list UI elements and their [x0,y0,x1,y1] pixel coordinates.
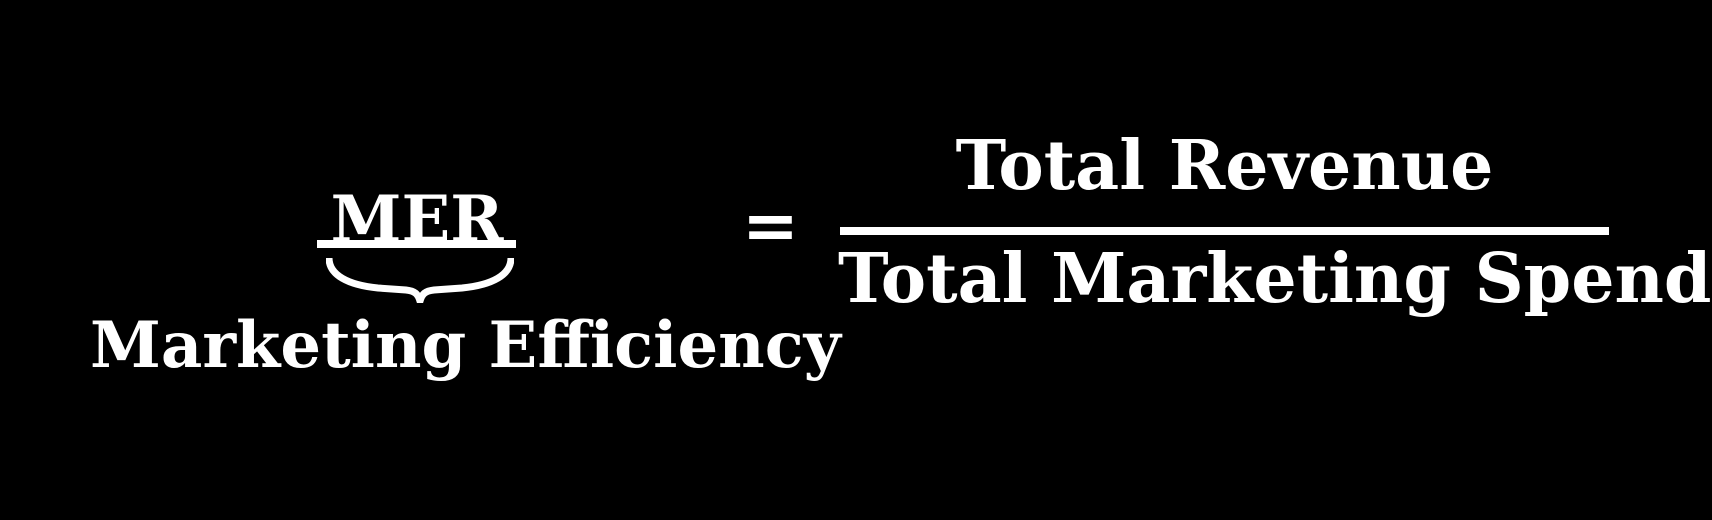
equals-sign: = [742,186,799,266]
mer-annotation-label: Marketing Efficiency [90,308,841,383]
mer-underline [317,240,516,248]
underbrace-icon [326,257,514,303]
fraction-numerator: Total Revenue [955,126,1494,206]
fraction-bar [840,227,1609,235]
fraction-denominator: Total Marketing Spend [838,239,1712,319]
